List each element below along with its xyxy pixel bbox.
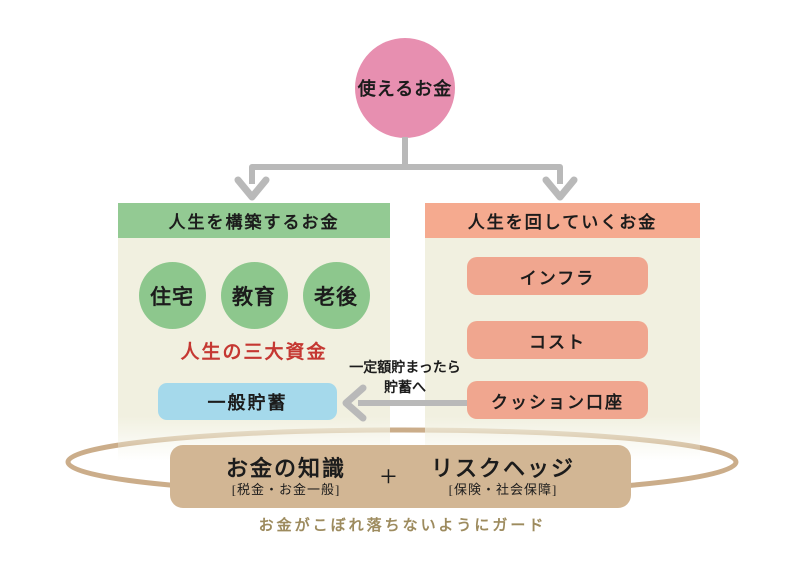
money-knowledge-title: お金の知識: [226, 455, 347, 481]
guard-caption: お金がこぼれ落ちないようにガード: [258, 518, 547, 534]
usable-money-label: 使えるお金: [357, 79, 453, 99]
fund-circle-housing-label: 住宅: [150, 284, 194, 309]
risk-hedge-title: リスクヘッジ: [430, 455, 575, 481]
infra-box: インフラ: [467, 257, 648, 295]
fund-circle-education-label: 教育: [232, 284, 276, 309]
branch-line: [249, 164, 563, 184]
life-building-body: 住宅 教育 老後 人生の三大資金: [118, 238, 390, 461]
cost-box-label: コスト: [529, 332, 586, 352]
down-arrowhead-right-icon: [542, 176, 578, 201]
life-running-header: 人生を回していくお金: [425, 203, 700, 238]
plus-sign: +: [380, 459, 397, 493]
risk-hedge-item: リスクヘッジ [保険・社会保障]: [431, 457, 575, 497]
down-arrowhead-left-icon: [234, 176, 270, 201]
life-building-header-label: 人生を構築するお金: [168, 213, 340, 232]
risk-hedge-subtitle: [保険・社会保障]: [448, 481, 558, 497]
transfer-note-line2: 貯蓄へ: [384, 380, 426, 396]
life-building-header: 人生を構築するお金: [118, 203, 390, 238]
cushion-account-box: クッション口座: [467, 381, 648, 419]
transfer-note-line1: 一定額貯まったら: [349, 361, 461, 376]
general-savings-label: 一般貯蓄: [207, 392, 288, 413]
life-running-header-label: 人生を回していくお金: [467, 213, 658, 232]
life-building-panel: 人生を構築するお金 住宅 教育 老後 人生の三大資金 一般貯蓄: [118, 203, 390, 461]
fund-circle-housing: 住宅: [138, 262, 206, 329]
money-knowledge-item: お金の知識 [税金・お金一般]: [226, 457, 346, 497]
fund-circles-row: 住宅 教育 老後: [118, 238, 390, 329]
money-knowledge-subtitle: [税金・お金一般]: [231, 481, 341, 497]
cushion-account-box-label: クッション口座: [491, 392, 624, 412]
fund-circle-retirement: 老後: [302, 262, 370, 329]
infra-box-label: インフラ: [519, 268, 596, 288]
usable-money-circle: 使えるお金: [355, 38, 455, 138]
fund-circle-education: 教育: [220, 262, 288, 329]
three-major-funds-label: 人生の三大資金: [180, 342, 328, 363]
fund-circle-retirement-label: 老後: [314, 284, 358, 309]
general-savings-box: 一般貯蓄: [158, 383, 337, 420]
transfer-note: 一定額貯まったら 貯蓄へ: [322, 359, 488, 398]
life-running-panel: 人生を回していくお金 インフラ コスト クッション口座: [425, 203, 700, 461]
guard-knowledge-box: お金の知識 [税金・お金一般] + リスクヘッジ [保険・社会保障]: [170, 445, 631, 508]
cost-box: コスト: [467, 321, 648, 359]
